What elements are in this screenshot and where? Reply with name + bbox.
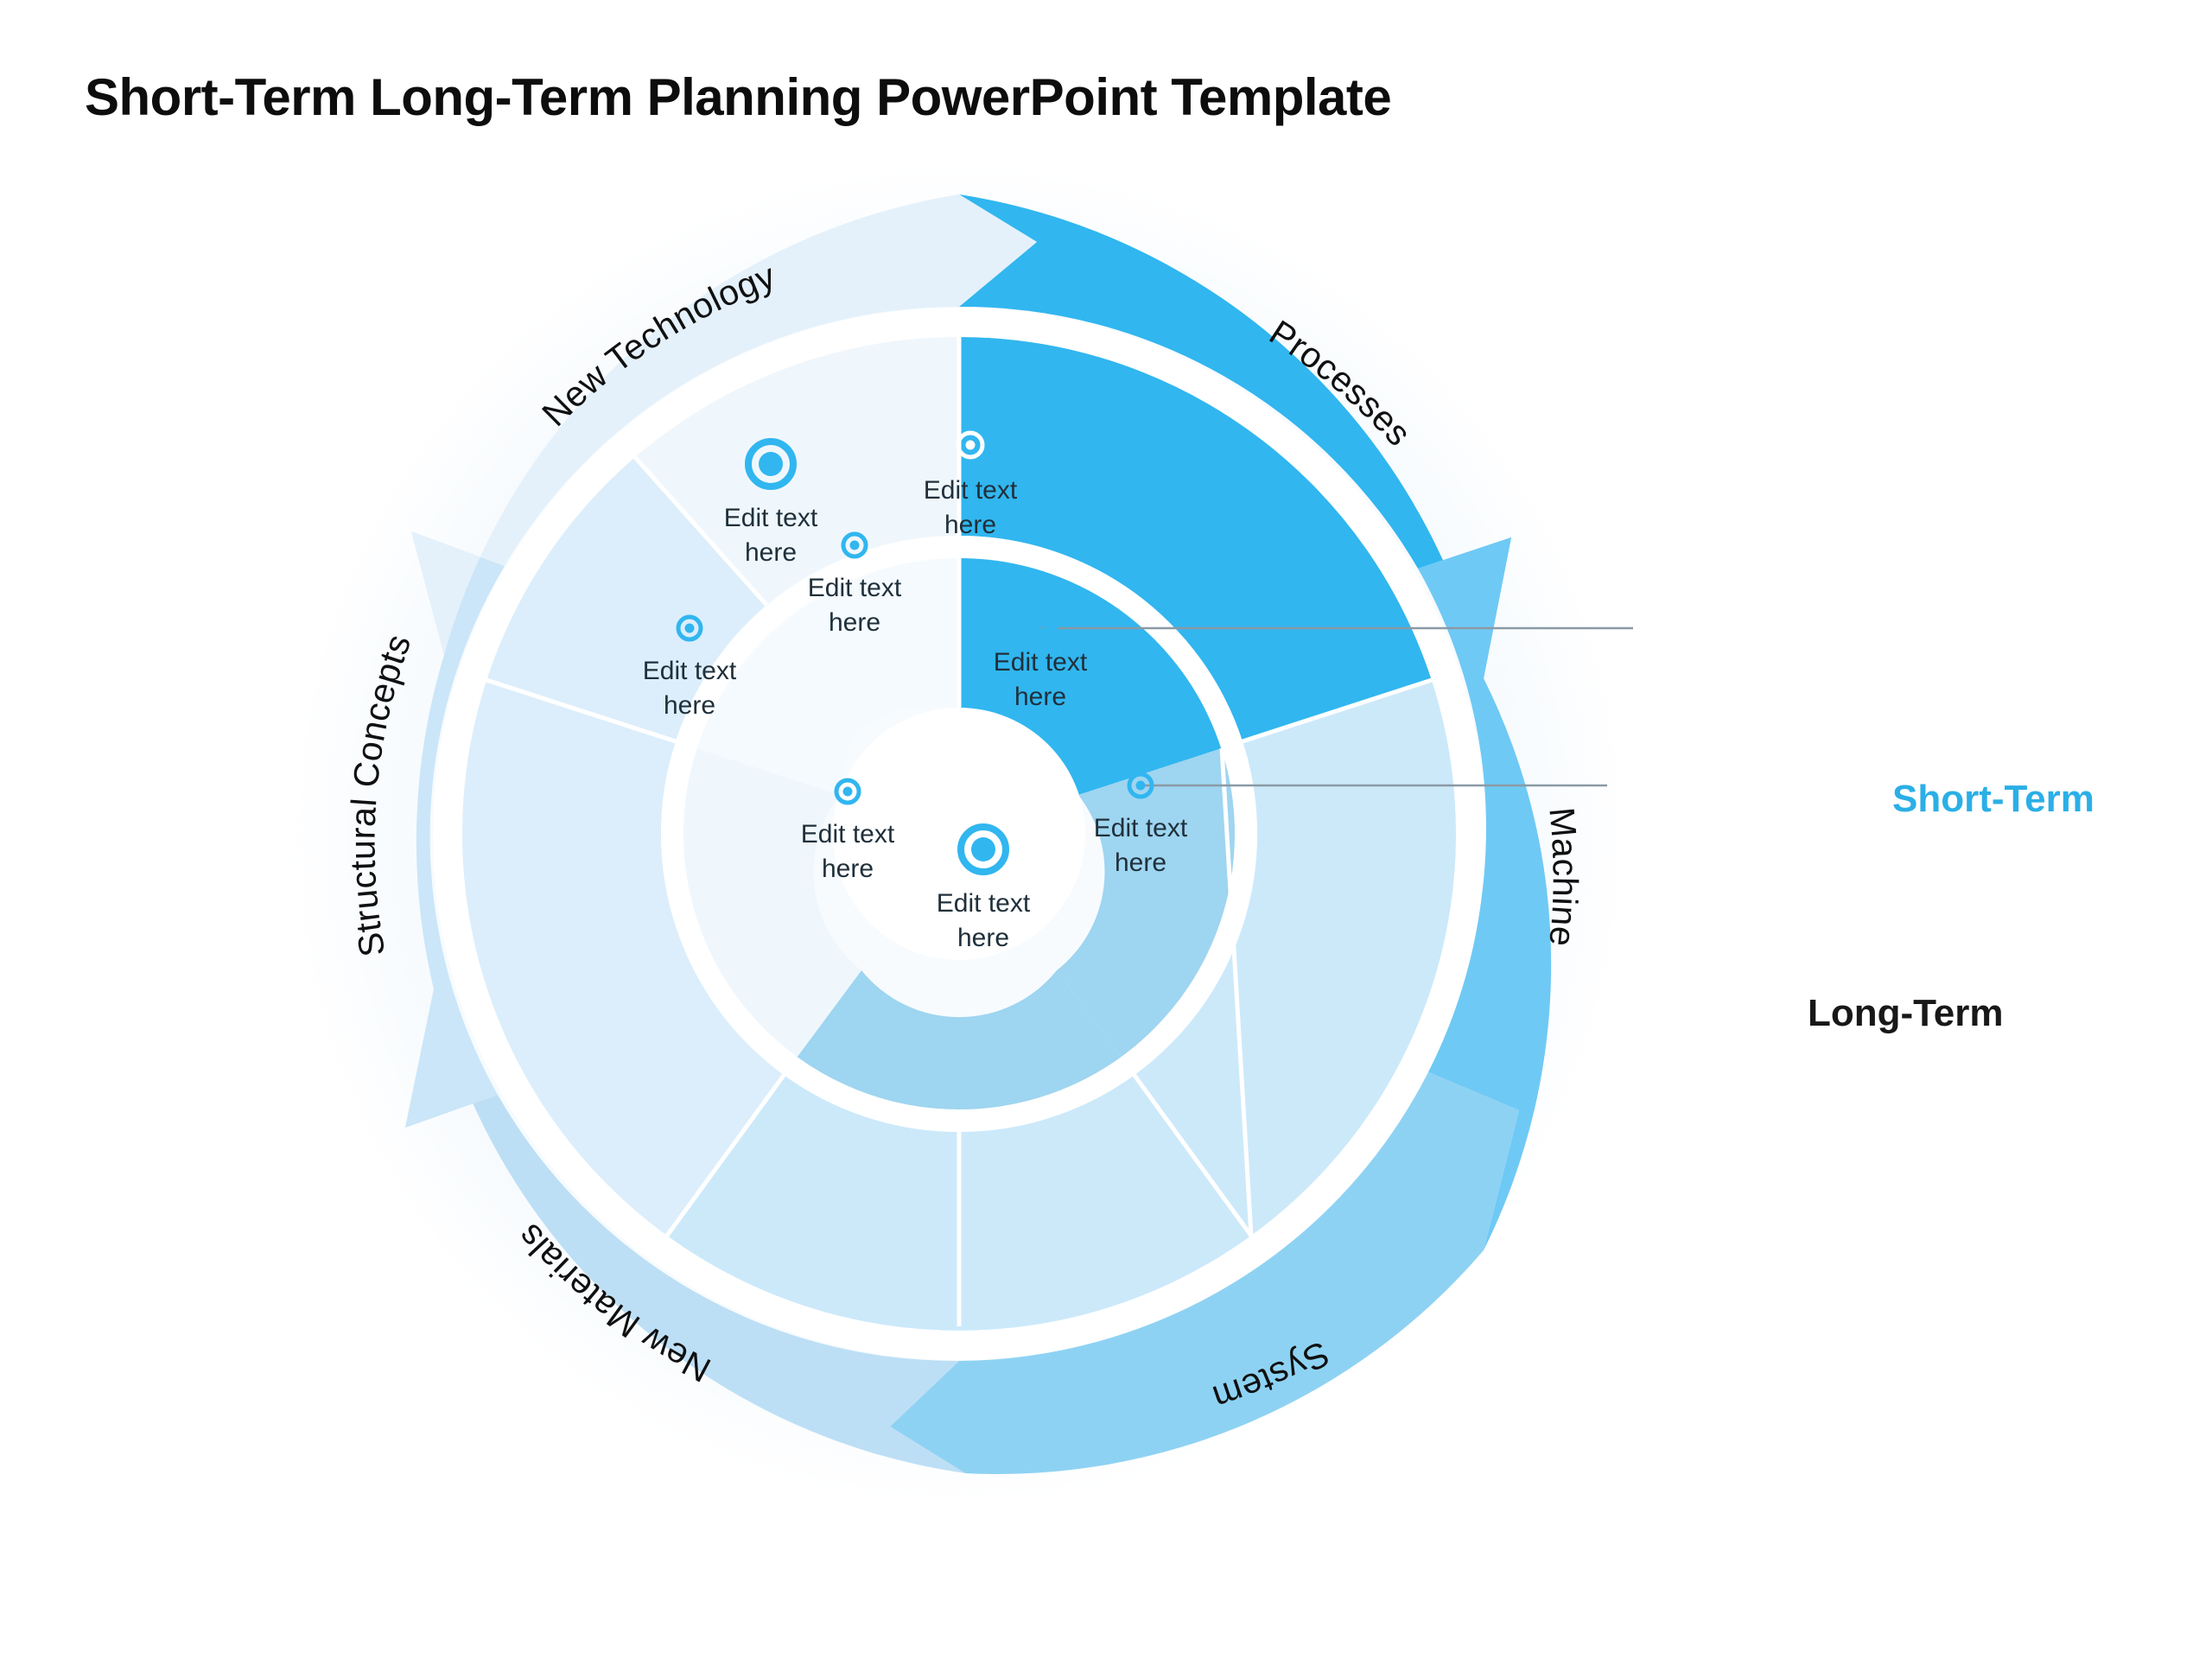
wheel-svg: Processes Machine System New Materials S… xyxy=(289,164,1633,1503)
callout-text-line2: here xyxy=(944,511,996,539)
callout-new-technology[interactable]: Edit text here xyxy=(724,438,818,567)
short-term-marker-icon xyxy=(957,823,1009,875)
middle-segment-machine[interactable] xyxy=(1135,680,1457,1236)
outer-segment-structural-concepts[interactable] xyxy=(405,531,505,1128)
callout-processes[interactable]: Edit text here xyxy=(924,430,1018,539)
legend-item-short-term[interactable]: Short-Term xyxy=(1892,778,2094,820)
inner-segment-structural-concepts[interactable] xyxy=(696,639,861,795)
outer-segment-machine[interactable] xyxy=(1418,537,1552,1250)
long-term-marker-icon xyxy=(834,778,861,805)
callout-text-line1: Edit text xyxy=(924,476,1018,505)
callout-text-line2: here xyxy=(664,691,715,720)
callout-text-line2: here xyxy=(1115,849,1166,877)
callout-text-line2: here xyxy=(957,924,1009,952)
callout-text-line2: here xyxy=(829,608,880,637)
center-hub xyxy=(833,708,1085,960)
callout-text-line1: Edit text xyxy=(937,889,1031,918)
callout-text-line1: Edit text xyxy=(643,657,737,685)
short-term-marker-icon xyxy=(1014,583,1066,635)
callout-new-materials[interactable]: Edit text here xyxy=(801,778,895,883)
inner-segment-system[interactable] xyxy=(797,970,1122,1111)
inner-segment-processes[interactable] xyxy=(959,557,1222,795)
middle-segment-new-materials[interactable] xyxy=(461,680,784,1236)
inner-ring xyxy=(683,557,1236,1111)
callout-text-line2: here xyxy=(822,855,874,883)
callout-machine[interactable]: Edit text here xyxy=(994,583,1088,711)
callout-text-line1: Edit text xyxy=(724,504,818,532)
long-term-marker-icon xyxy=(956,430,985,460)
ring-separators xyxy=(433,308,1485,1360)
callout-text-line2: here xyxy=(745,538,797,567)
inner-segment-machine[interactable] xyxy=(1057,748,1236,1058)
callout-text-line1: Edit text xyxy=(808,574,902,602)
callout-text-line2: here xyxy=(1014,683,1066,711)
middle-segment-new-technology[interactable] xyxy=(633,336,959,605)
outer-segment-new-technology[interactable] xyxy=(411,194,1037,655)
long-term-marker-icon xyxy=(1127,772,1154,799)
middle-segment-processes[interactable] xyxy=(959,336,1432,741)
long-term-marker-icon xyxy=(841,531,868,559)
inner-segment-new-materials[interactable] xyxy=(683,748,861,1058)
outer-segment-new-materials[interactable] xyxy=(405,989,965,1473)
callout-text-line1: Edit text xyxy=(1094,814,1188,842)
callout-system[interactable]: Edit text here xyxy=(937,823,1031,952)
callout-text-line1: Edit text xyxy=(994,648,1088,677)
callout-center-inner[interactable]: Edit text here xyxy=(808,531,902,637)
callout-structural-concepts[interactable]: Edit text here xyxy=(643,614,737,720)
long-term-marker-icon xyxy=(676,614,703,642)
callout-text-line1: Edit text xyxy=(801,820,895,849)
page-title: Short-Term Long-Term Planning PowerPoint… xyxy=(85,68,1392,126)
radial-planning-diagram: Processes Machine System New Materials S… xyxy=(285,160,1633,1508)
short-term-marker-icon xyxy=(745,438,797,490)
outer-segment-processes[interactable] xyxy=(959,194,1511,678)
legend-item-long-term[interactable]: Long-Term xyxy=(1808,992,2004,1034)
callout-long-term[interactable]: Edit text here xyxy=(1094,772,1188,877)
inner-segment-new-technology[interactable] xyxy=(769,557,959,728)
